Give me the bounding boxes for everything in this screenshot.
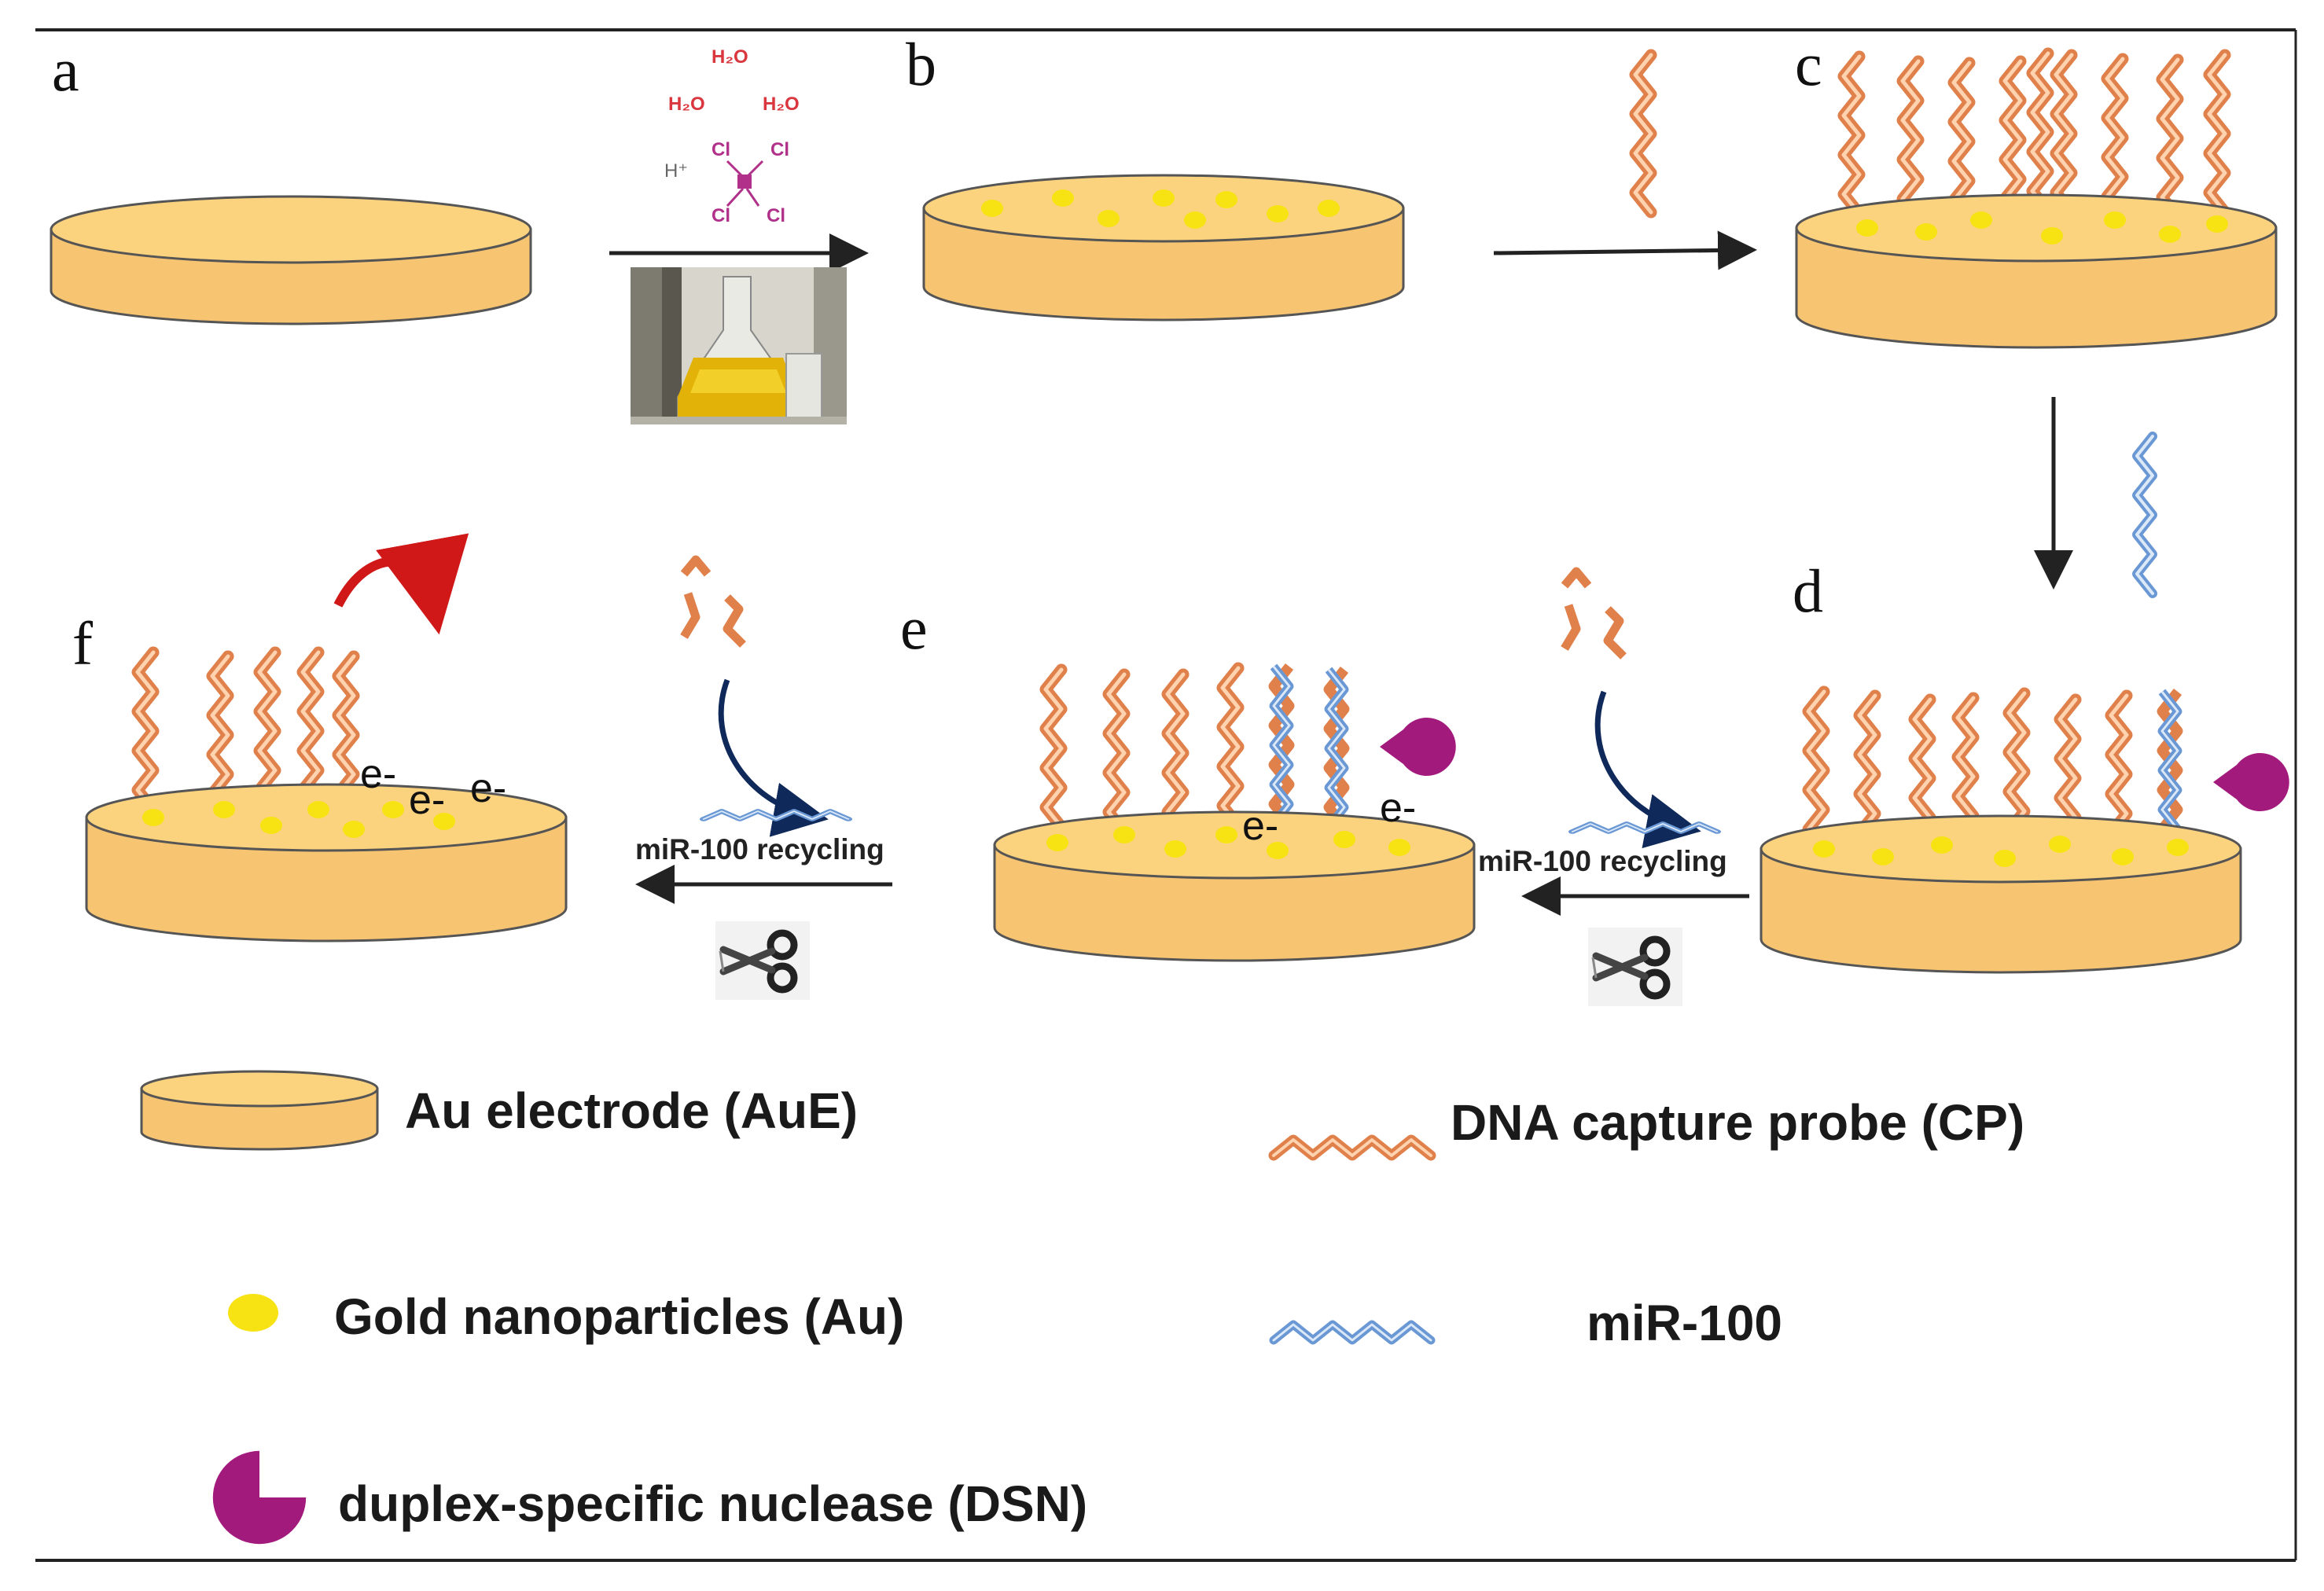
- panel-label-f: f: [72, 609, 93, 678]
- panel-label-b: b: [906, 30, 936, 98]
- legend-item-mirna: miR-100: [1274, 1295, 1782, 1351]
- scissors-icon-e: [715, 921, 810, 1000]
- legend-item-electrode: Au electrode (AuE): [140, 1070, 858, 1151]
- legend-label-nanoparticles: Gold nanoparticles (Au): [334, 1288, 904, 1345]
- mirna-swatch: [1274, 1325, 1431, 1340]
- water-label-3: H₂O: [763, 94, 800, 115]
- nanoparticles-e: [1046, 826, 1410, 859]
- flask-photo: [631, 267, 847, 424]
- panel-b: b: [906, 30, 1405, 322]
- panel-c: c: [1795, 30, 2278, 349]
- chloride-label-2: Cl: [770, 139, 789, 160]
- panel-f: f e- e- e-: [72, 533, 568, 942]
- chloride-label-1: Cl: [712, 139, 730, 160]
- gold-atom-icon: [726, 160, 764, 208]
- chloride-label-3: Cl: [712, 205, 730, 226]
- electron-label-f3: e-: [470, 766, 506, 811]
- panel-label-a: a: [52, 35, 79, 104]
- chemistry-annotation: H₂O H₂O H₂O H⁺ Cl Cl Cl Cl: [664, 46, 800, 226]
- arrow-c-to-d: [2034, 397, 2153, 593]
- electrode-swatch: [140, 1070, 379, 1151]
- legend-item-nanoparticles: Gold nanoparticles (Au): [228, 1288, 904, 1345]
- electron-label-e2: e-: [1380, 785, 1416, 831]
- electrode-c: [1795, 193, 2278, 349]
- electrode-d: [1760, 814, 2242, 974]
- electrode-a: [50, 195, 532, 325]
- dsn-enzyme-d: [2213, 753, 2289, 811]
- mir100-reagent: [2137, 436, 2153, 593]
- electron-label-e1: e-: [1242, 803, 1278, 849]
- panel-label-d: d: [1793, 557, 1823, 625]
- nanoparticle-swatch: [228, 1294, 278, 1332]
- water-label-2: H₂O: [668, 94, 705, 115]
- mir100-recycled-e: [704, 811, 848, 819]
- mir100-recycled-d: [1572, 824, 1717, 832]
- release-arrow-icon: [333, 533, 469, 635]
- legend-item-nuclease: duplex-specific nuclease (DSN): [212, 1450, 1087, 1545]
- water-label-1: H₂O: [712, 46, 748, 68]
- chloride-label-4: Cl: [767, 205, 785, 226]
- nanoparticles-f: [142, 801, 455, 838]
- electrode-f: [85, 783, 568, 942]
- probes-e: [1046, 667, 1344, 832]
- panel-a: a: [50, 35, 532, 325]
- capture-probe-swatch: [1274, 1140, 1431, 1156]
- panel-label-c: c: [1795, 30, 1822, 98]
- cleaved-fragments-d: [1565, 571, 1623, 656]
- recycling-step-e-to-f: miR-100 recycling: [635, 560, 892, 1000]
- arrow-b-to-c: [1493, 55, 1757, 270]
- legend-label-electrode: Au electrode (AuE): [405, 1082, 858, 1139]
- proton-label: H⁺: [664, 160, 688, 182]
- scissors-icon-d: [1588, 928, 1682, 1006]
- recycling-label-d: miR-100 recycling: [1478, 845, 1727, 877]
- panel-label-e: e: [900, 593, 928, 662]
- legend-item-capture-probe: DNA capture probe (CP): [1274, 1094, 2024, 1156]
- recycling-step-d-to-e: miR-100 recycling: [1478, 571, 1749, 1006]
- cleaved-fragments-e: [684, 560, 743, 645]
- legend-label-mirna: miR-100: [1587, 1295, 1782, 1351]
- electrode-b: [922, 174, 1405, 322]
- capture-probe-reagent: [1635, 55, 1651, 212]
- electron-label-f2: e-: [409, 777, 445, 823]
- dsn-enzyme-e: [1380, 718, 1456, 776]
- nanoparticles-d: [1813, 836, 2189, 867]
- electrode-e: [993, 810, 1476, 962]
- electron-label-f1: e-: [360, 751, 396, 797]
- panel-e: e e- e-: [900, 593, 1476, 962]
- recycling-label-e: miR-100 recycling: [635, 833, 884, 865]
- panel-d: d: [1760, 557, 2289, 974]
- nanoparticles-b: [981, 189, 1340, 229]
- legend-label-capture-probe: DNA capture probe (CP): [1451, 1094, 2024, 1151]
- legend-label-nuclease: duplex-specific nuclease (DSN): [338, 1475, 1087, 1532]
- nanoparticles-c: [1856, 211, 2228, 244]
- dsn-swatch: [212, 1450, 307, 1545]
- legend: Au electrode (AuE) Gold nanoparticles (A…: [140, 1070, 2024, 1545]
